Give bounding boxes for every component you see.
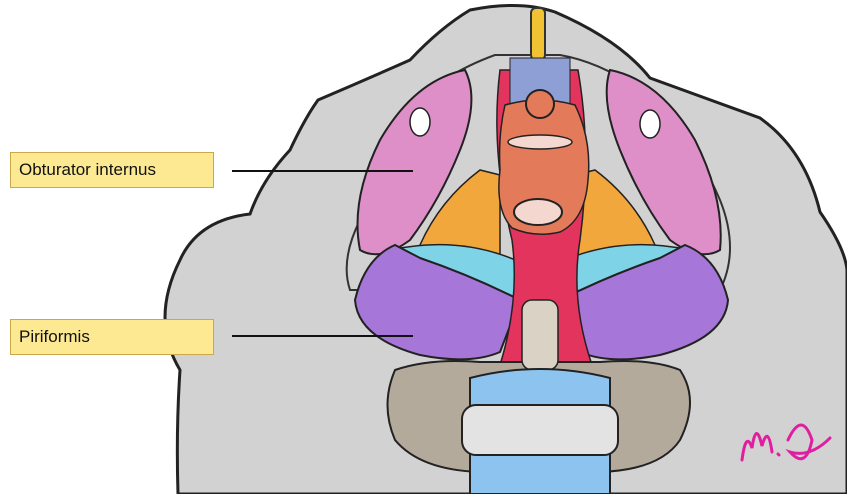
pubic-symphysis (531, 8, 545, 60)
vertebral-body (462, 405, 618, 455)
label-piriformis-text: Piriformis (19, 327, 90, 347)
anal-opening (514, 199, 562, 225)
label-piriformis: Piriformis (10, 319, 214, 355)
obturator-foramen-left (410, 108, 430, 136)
urethral-opening (526, 90, 554, 118)
coccyx (522, 300, 558, 370)
obturator-foramen-right (640, 110, 660, 138)
label-obturator-internus: Obturator internus (10, 152, 214, 188)
vaginal-opening (508, 135, 572, 149)
label-obturator-internus-text: Obturator internus (19, 160, 156, 180)
